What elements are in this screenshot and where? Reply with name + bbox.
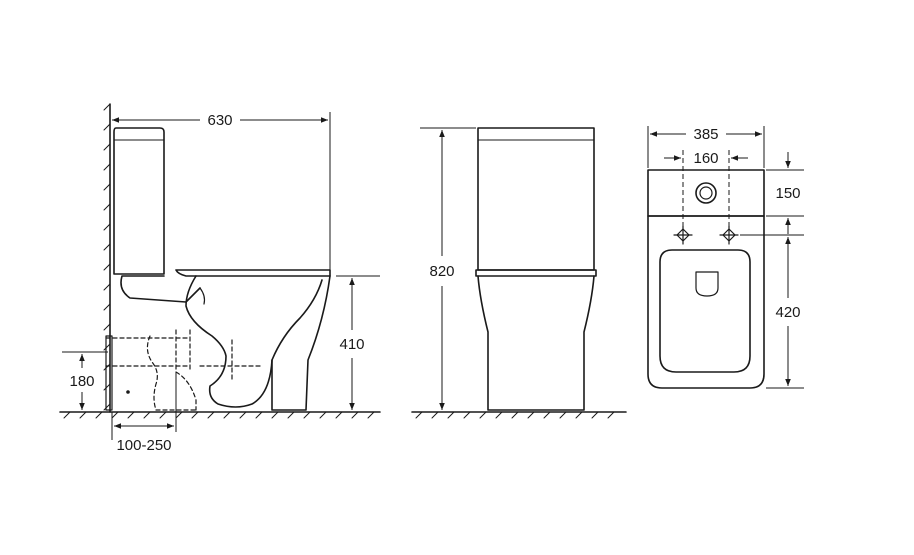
bowl-top: [647, 215, 765, 389]
trapway-side: [185, 275, 273, 408]
dim-630-label: 630: [207, 112, 232, 129]
bowl-rim-top: [659, 249, 751, 373]
cistern-side: [113, 127, 165, 275]
cistern-front: [477, 127, 595, 271]
side-view: [59, 103, 381, 419]
front-view: [411, 127, 627, 419]
wall-flange: [105, 335, 113, 411]
flush-button-icon: [695, 182, 717, 204]
floor-hatch-front: [411, 411, 627, 419]
seat-side: [175, 269, 331, 277]
dim-820-label: 820: [429, 263, 454, 280]
dim-385-label: 385: [693, 126, 718, 143]
floor-hatch-side: [59, 411, 381, 419]
fixing-hole-right: [719, 225, 739, 245]
top-view: [647, 169, 765, 389]
dim-150-label: 150: [775, 185, 800, 202]
outlet-pipe-dashed: [105, 329, 263, 411]
cistern-top: [647, 169, 765, 217]
pedestal-front: [477, 275, 595, 411]
dim-160-label: 160: [693, 150, 718, 167]
fixing-hole-left: [673, 225, 693, 245]
dim-420-label: 420: [775, 304, 800, 321]
dim-410-label: 410: [339, 336, 364, 353]
dim-100-250-label: 100-250: [116, 437, 171, 454]
drain-top: [695, 271, 719, 297]
wall-hatch: [103, 103, 111, 413]
dim-180-label: 180: [69, 373, 94, 390]
seat-front: [475, 269, 597, 277]
bowl-side: [120, 275, 331, 411]
